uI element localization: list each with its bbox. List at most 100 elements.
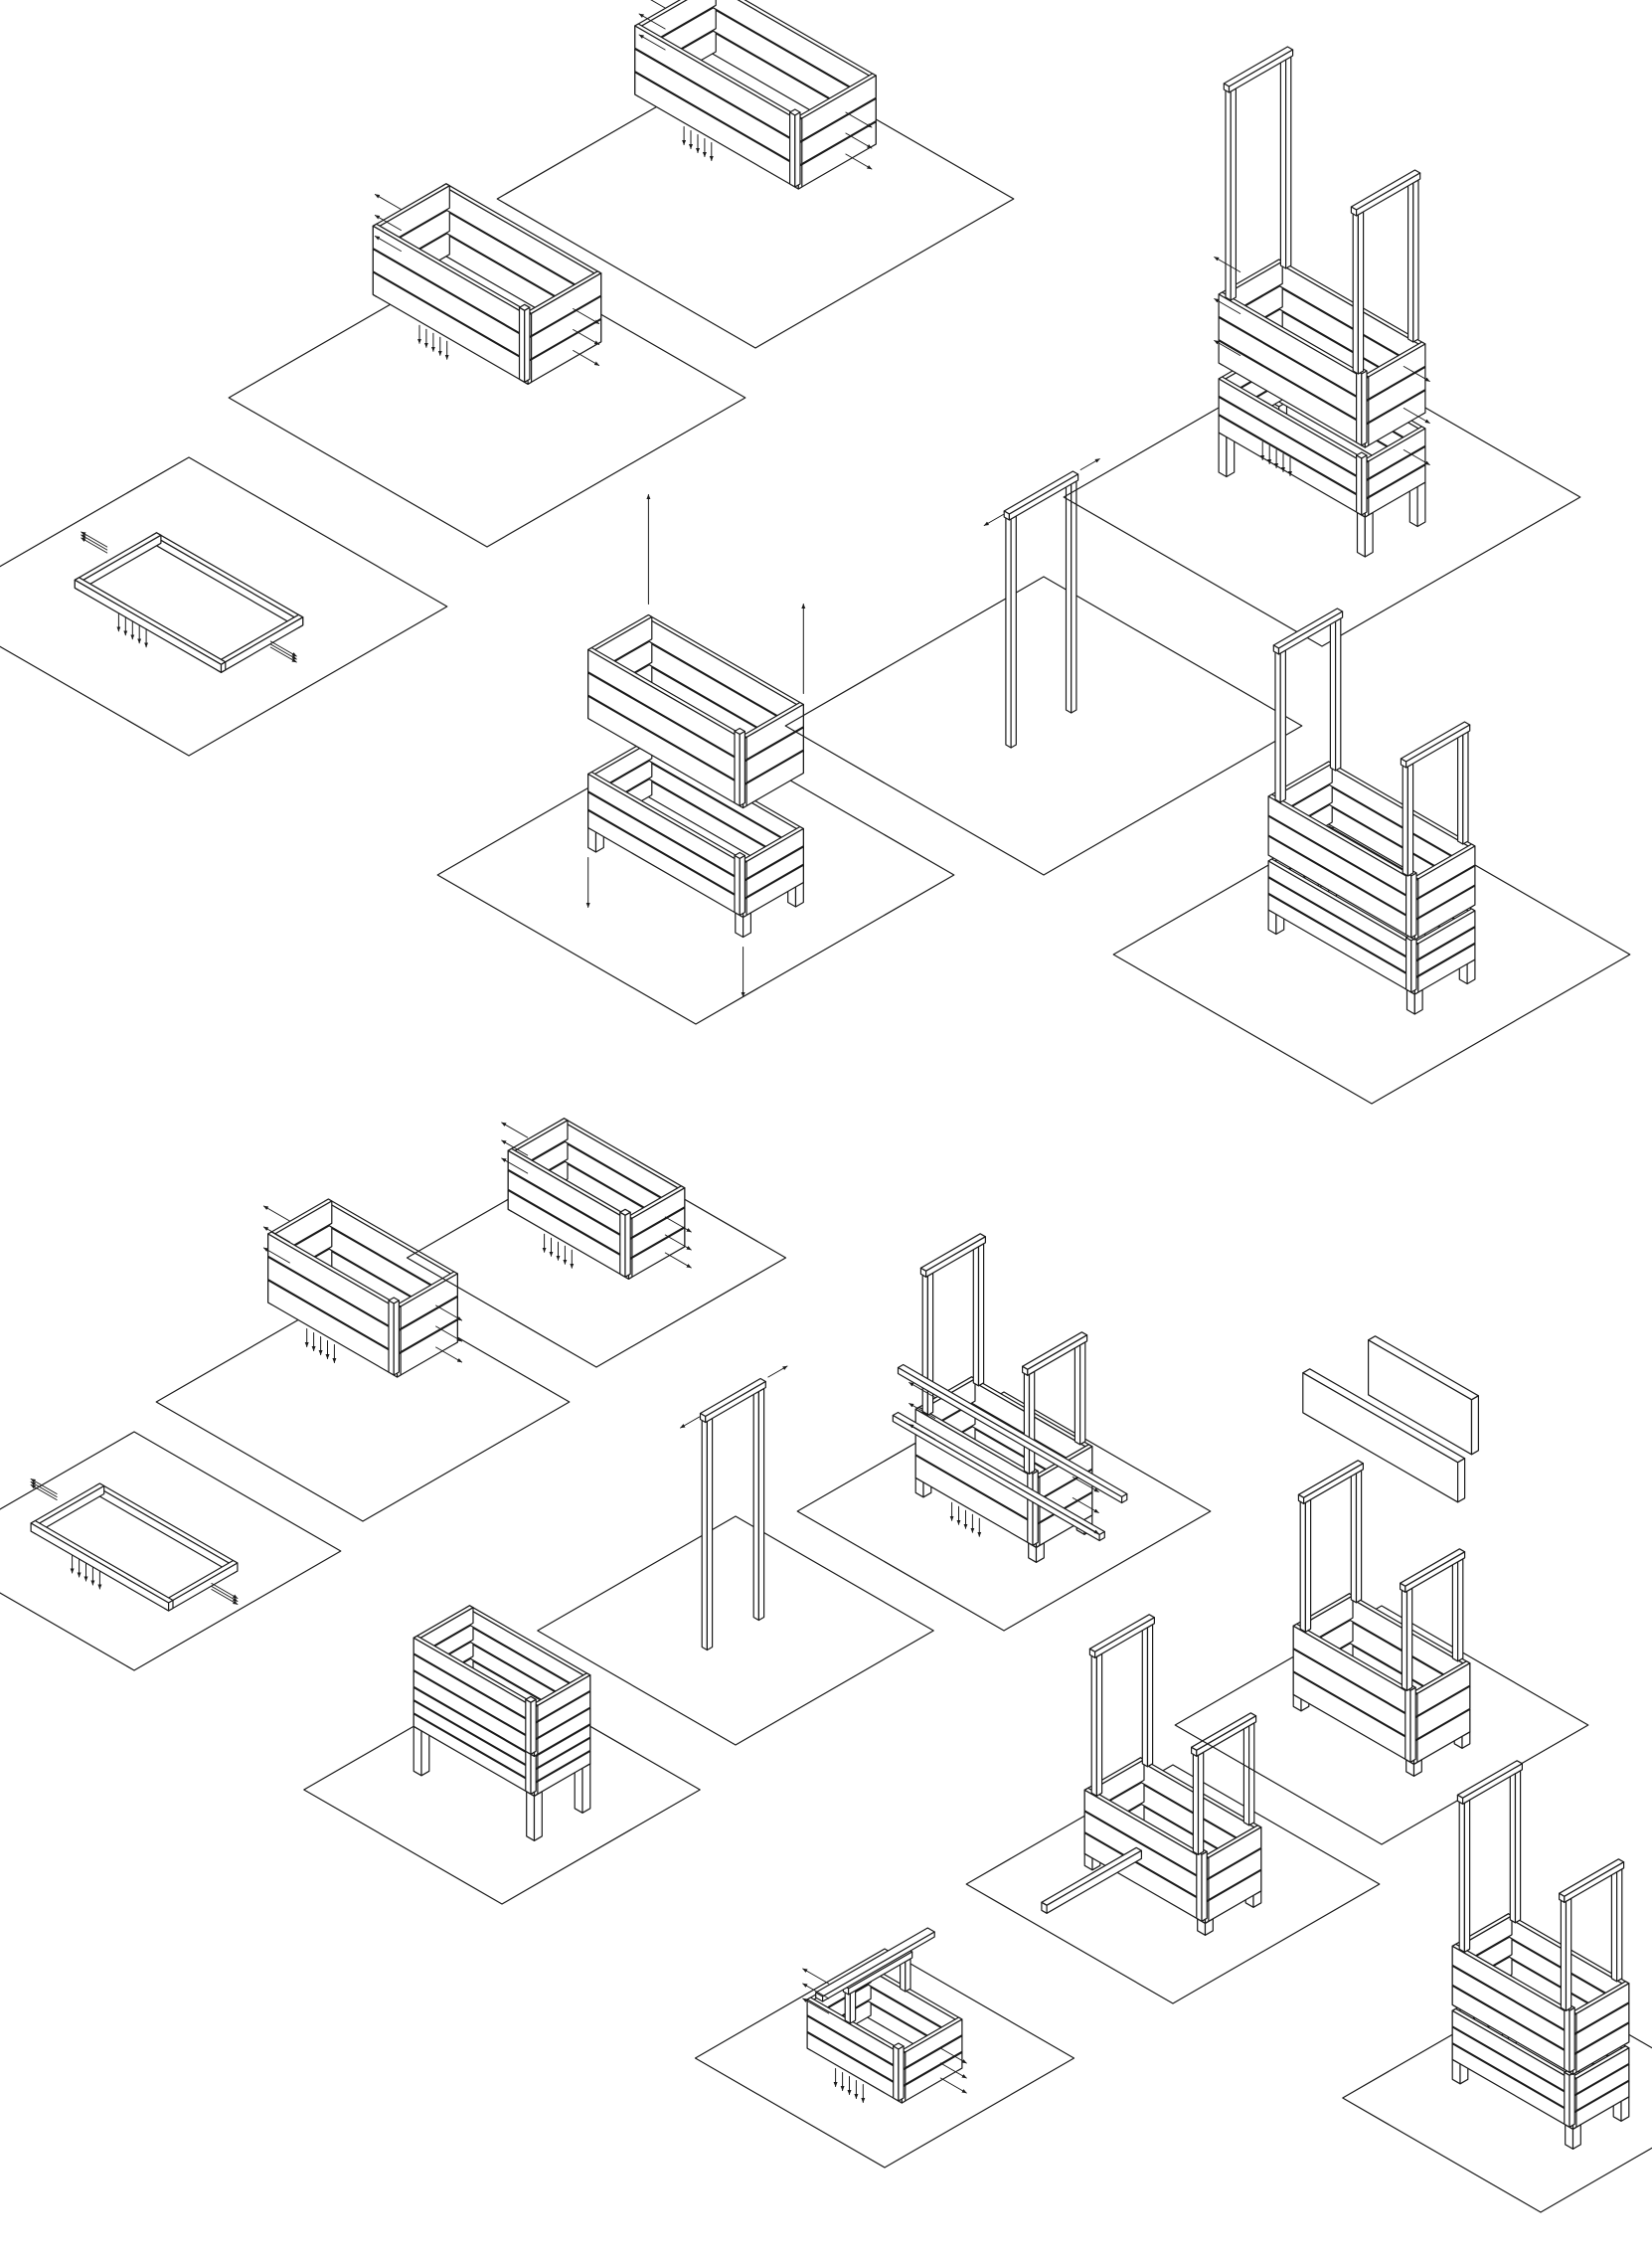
board (1067, 478, 1076, 713)
ground-plate (1343, 1984, 1652, 2212)
explode-arrows (984, 459, 1099, 526)
crate (508, 1119, 685, 1280)
ground-plate (408, 1148, 786, 1367)
board (217, 614, 303, 672)
step-4-crate-on-legs (304, 1606, 700, 1904)
board (95, 1483, 238, 1574)
explode-arrows (1215, 258, 1430, 476)
crate (1084, 1758, 1261, 1924)
upper-sequence (0, 0, 1630, 1104)
board (1402, 1585, 1411, 1690)
board (1006, 513, 1016, 748)
board (816, 1928, 935, 2001)
board (1406, 870, 1416, 938)
step-9-crate-with-panel (1175, 1336, 1588, 1844)
step-3-crate (408, 1119, 786, 1367)
crate (588, 615, 804, 808)
board (1401, 722, 1469, 768)
board (790, 109, 800, 187)
board (1357, 368, 1367, 445)
lower-sequence (0, 1119, 1652, 2212)
board (1142, 1622, 1152, 1767)
board (1458, 729, 1468, 844)
board (1243, 1720, 1253, 1825)
board (893, 1413, 1104, 1541)
board (152, 533, 303, 628)
explode-arrows (263, 1206, 461, 1363)
step-5-post-frame (538, 1366, 933, 1745)
posts (1273, 608, 1342, 802)
explode-arrows (803, 1969, 967, 2103)
ground-plate (1064, 348, 1580, 646)
step-5-post-frame (785, 459, 1302, 876)
posts (1089, 1615, 1154, 1797)
board (1403, 761, 1412, 876)
board (1193, 1749, 1203, 1854)
board (1611, 1866, 1621, 1982)
step-4-stacked-crates (437, 494, 954, 1025)
board (1091, 1651, 1101, 1796)
explode-arrows (909, 1383, 1099, 1537)
posts (1560, 1859, 1624, 2011)
step-8-crate-with-posts-and-rails (966, 1615, 1380, 2003)
ground-plate (1113, 805, 1630, 1104)
ground-plate (229, 249, 745, 547)
crate (268, 1199, 458, 1377)
board (1280, 54, 1290, 268)
board (1089, 1615, 1154, 1658)
board (526, 1746, 536, 1794)
explode-arrows (502, 1123, 692, 1269)
board (1042, 1847, 1142, 1913)
board (1351, 1468, 1361, 1603)
crate (807, 1965, 962, 2103)
board (31, 1521, 173, 1612)
ground-plate (1175, 1606, 1588, 1844)
board (1452, 1556, 1462, 1661)
posts (1351, 170, 1419, 374)
step-10-finished-trellis-planter (1343, 1761, 1652, 2212)
board (1406, 935, 1416, 992)
board (1369, 1336, 1479, 1455)
board (1273, 608, 1342, 654)
board (702, 1416, 712, 1651)
board (1405, 1684, 1415, 1762)
crate (635, 0, 876, 189)
crate (1293, 1594, 1470, 1765)
board (1074, 1339, 1084, 1445)
crate (413, 1606, 590, 1757)
board (701, 1379, 766, 1423)
explode-arrows (82, 532, 297, 662)
board (1298, 1461, 1363, 1504)
board (520, 304, 530, 382)
board (1303, 1369, 1465, 1502)
ground-plate (966, 1765, 1380, 2003)
explode-arrows (375, 195, 598, 366)
board (753, 1386, 763, 1621)
explode-arrows (31, 1479, 238, 1605)
board (1197, 1848, 1207, 1921)
explode-arrows (681, 1366, 787, 1428)
board (1004, 471, 1077, 520)
board (1565, 2069, 1574, 2127)
frame (31, 1483, 238, 1611)
board (75, 578, 226, 673)
step-1-base-frame (0, 1432, 341, 1670)
step-2-crate-with-floor (229, 184, 745, 547)
posts (1224, 47, 1292, 300)
board (920, 1234, 985, 1278)
board (164, 1561, 238, 1612)
board (1565, 2004, 1574, 2072)
board (1560, 1859, 1624, 1903)
ground-plate (538, 1516, 933, 1745)
posts (1004, 471, 1077, 748)
board (735, 853, 744, 916)
board (1510, 1768, 1520, 1923)
posts (1298, 1461, 1363, 1633)
board (1357, 452, 1367, 515)
step-7-finished-two-tier-planter (1113, 608, 1630, 1104)
board (635, 24, 802, 142)
crate (373, 184, 600, 384)
board (1351, 170, 1419, 216)
posts (1023, 1332, 1087, 1475)
